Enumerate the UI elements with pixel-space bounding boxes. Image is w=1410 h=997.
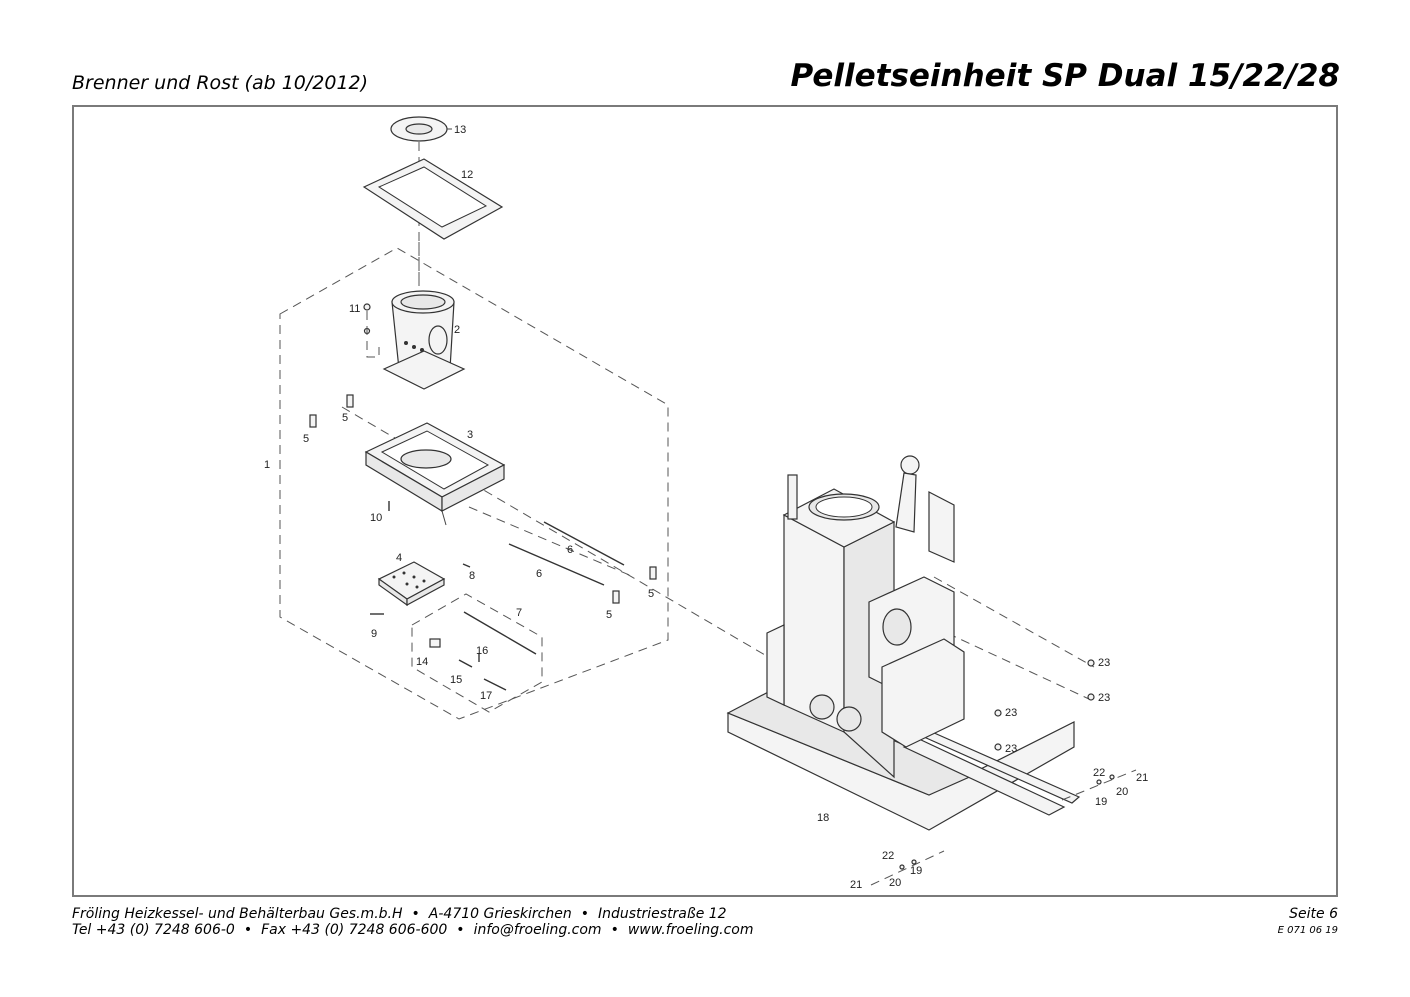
part-label-21-b: 21 bbox=[850, 879, 862, 891]
grate-parts-boundary bbox=[411, 593, 543, 713]
part-label-11: 11 bbox=[349, 303, 360, 315]
part-label-14: 14 bbox=[416, 656, 428, 668]
screw-part-11 bbox=[363, 303, 380, 358]
part-label-21-a: 21 bbox=[1136, 772, 1148, 784]
part-label-23-a: 23 bbox=[1098, 657, 1110, 669]
footer-fax: Fax +43 (0) 7248 606-600 bbox=[261, 922, 448, 938]
part-label-15: 15 bbox=[450, 674, 462, 686]
part-label-2: 2 bbox=[454, 324, 460, 336]
assembly-boundary bbox=[279, 247, 669, 720]
nut-parts-23 bbox=[994, 659, 1095, 751]
part-label-4: 4 bbox=[396, 552, 402, 564]
axis-line-right-2 bbox=[933, 626, 1090, 700]
part-label-1: 1 bbox=[264, 459, 270, 471]
footer-bullet: • bbox=[580, 906, 589, 922]
part-label-19-b: 19 bbox=[910, 865, 922, 877]
footer-line-company: Fröling Heizkessel- und Behälterbau Ges.… bbox=[72, 906, 727, 922]
part-label-17: 17 bbox=[480, 690, 492, 702]
part-label-13: 13 bbox=[454, 124, 466, 136]
part-label-18: 18 bbox=[817, 812, 829, 824]
footer-city: A-4710 Grieskirchen bbox=[428, 906, 572, 922]
part-label-5-b: 5 bbox=[303, 433, 309, 445]
footer-email: info@froeling.com bbox=[473, 922, 602, 938]
footer-web: www.froeling.com bbox=[627, 922, 754, 938]
part-label-8: 8 bbox=[469, 570, 475, 582]
part-label-6-a: 6 bbox=[567, 544, 573, 556]
part-label-10: 10 bbox=[370, 512, 382, 524]
part-label-5-c: 5 bbox=[648, 588, 654, 600]
part-label-16: 16 bbox=[476, 645, 488, 657]
part-label-6-b: 6 bbox=[536, 568, 542, 580]
axis-line-diagonal bbox=[341, 406, 795, 673]
diagram-frame: 13 12 11 2 5 5 3 1 10 6 6 4 8 5 5 7 9 16… bbox=[72, 105, 1338, 897]
part-label-12: 12 bbox=[461, 169, 473, 181]
document-code: E 071 06 19 bbox=[1277, 925, 1338, 936]
part-label-22-b: 22 bbox=[882, 850, 894, 862]
page-number: Seite 6 bbox=[1289, 906, 1338, 922]
footer-bullet: • bbox=[243, 922, 253, 938]
exploded-parts-diagram: 13 12 11 2 5 5 3 1 10 6 6 4 8 5 5 7 9 16… bbox=[264, 116, 1148, 891]
page-subtitle: Brenner und Rost (ab 10/2012) bbox=[72, 72, 369, 94]
footer-company: Fröling Heizkessel- und Behälterbau Ges.… bbox=[72, 906, 403, 922]
axis-line-rods bbox=[468, 506, 635, 578]
part-label-20-a: 20 bbox=[1116, 786, 1128, 798]
footer-bullet: • bbox=[411, 906, 420, 922]
pellet-unit-housing-part bbox=[726, 455, 1081, 831]
footer-line-contact: Tel +43 (0) 7248 606-0 • Fax +43 (0) 7248 … bbox=[72, 922, 754, 938]
part-label-3: 3 bbox=[467, 429, 473, 441]
part-label-9: 9 bbox=[371, 628, 377, 640]
part-label-23-c: 23 bbox=[1005, 707, 1017, 719]
part-label-5-a: 5 bbox=[342, 412, 348, 424]
frame-gasket-part bbox=[362, 158, 504, 240]
ring-gasket-part bbox=[390, 116, 448, 142]
lever-bar-part bbox=[463, 611, 537, 655]
footer-bullet: • bbox=[456, 922, 465, 938]
grate-part bbox=[377, 561, 446, 607]
rod-parts bbox=[508, 521, 625, 586]
footer-tel: Tel +43 (0) 7248 606-0 bbox=[72, 922, 235, 938]
part-label-5-d: 5 bbox=[606, 609, 612, 621]
page-title: Pelletseinheit SP Dual 15/22/28 bbox=[790, 58, 1340, 94]
part-label-7: 7 bbox=[516, 607, 522, 619]
nozzle-parts bbox=[309, 394, 657, 604]
part-label-23-d: 23 bbox=[1005, 743, 1017, 755]
part-label-19-a: 19 bbox=[1095, 796, 1107, 808]
burner-pipe-part bbox=[382, 290, 466, 390]
screw-part-8 bbox=[462, 563, 471, 568]
axis-line-right bbox=[933, 576, 1095, 668]
grate-holder-part bbox=[364, 422, 506, 526]
screw-parts-19-22 bbox=[870, 769, 1137, 886]
spring-mechanism-parts bbox=[429, 638, 507, 691]
footer-street: Industriestraße 12 bbox=[597, 906, 727, 922]
part-label-22-a: 22 bbox=[1093, 767, 1105, 779]
part-label-20-b: 20 bbox=[889, 877, 901, 889]
footer-bullet: • bbox=[610, 922, 619, 938]
part-label-23-b: 23 bbox=[1098, 692, 1110, 704]
